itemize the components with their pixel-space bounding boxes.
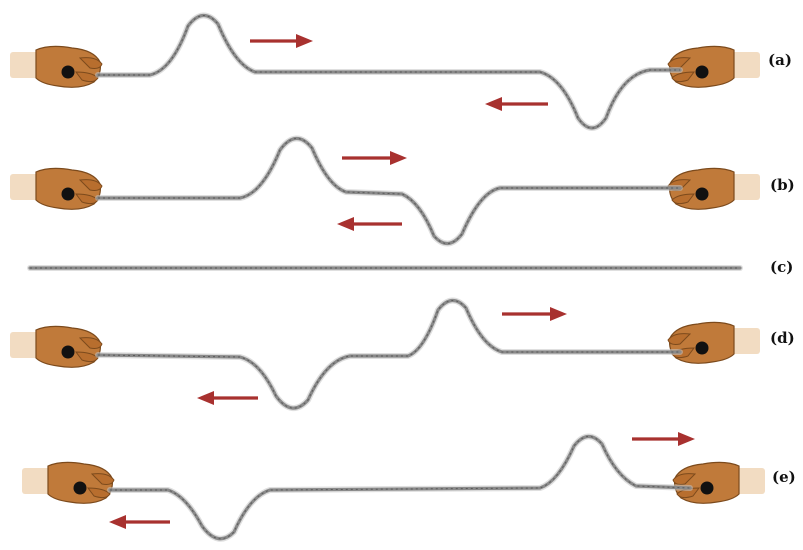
rope <box>95 135 683 247</box>
panel-c: (c) <box>27 258 793 276</box>
direction-arrow-icon <box>337 217 402 231</box>
left-hand-icon <box>22 461 115 504</box>
right-hand-icon <box>667 45 760 88</box>
panel-a: (a) <box>10 12 792 131</box>
panel-d: (d) <box>10 297 795 411</box>
panel-label: (c) <box>770 258 793 276</box>
left-hand-icon <box>10 167 103 210</box>
right-hand-icon <box>672 461 765 504</box>
left-hand-icon <box>10 45 103 88</box>
direction-arrow-icon <box>485 97 548 111</box>
direction-arrow-icon <box>250 34 313 48</box>
direction-arrow-icon <box>502 307 567 321</box>
rope <box>107 433 693 542</box>
rope <box>95 297 683 411</box>
panel-label: (e) <box>772 468 796 486</box>
direction-arrow-icon <box>197 391 258 405</box>
panel-label: (b) <box>770 176 795 194</box>
rope <box>95 12 683 131</box>
panel-label: (d) <box>770 329 795 347</box>
direction-arrow-icon <box>632 432 695 446</box>
right-hand-icon <box>667 321 760 364</box>
panel-label: (a) <box>768 51 792 69</box>
panel-b: (b) <box>10 135 795 247</box>
left-hand-icon <box>10 325 103 368</box>
direction-arrow-icon <box>342 151 407 165</box>
panel-e: (e) <box>22 432 796 542</box>
direction-arrow-icon <box>109 515 170 529</box>
